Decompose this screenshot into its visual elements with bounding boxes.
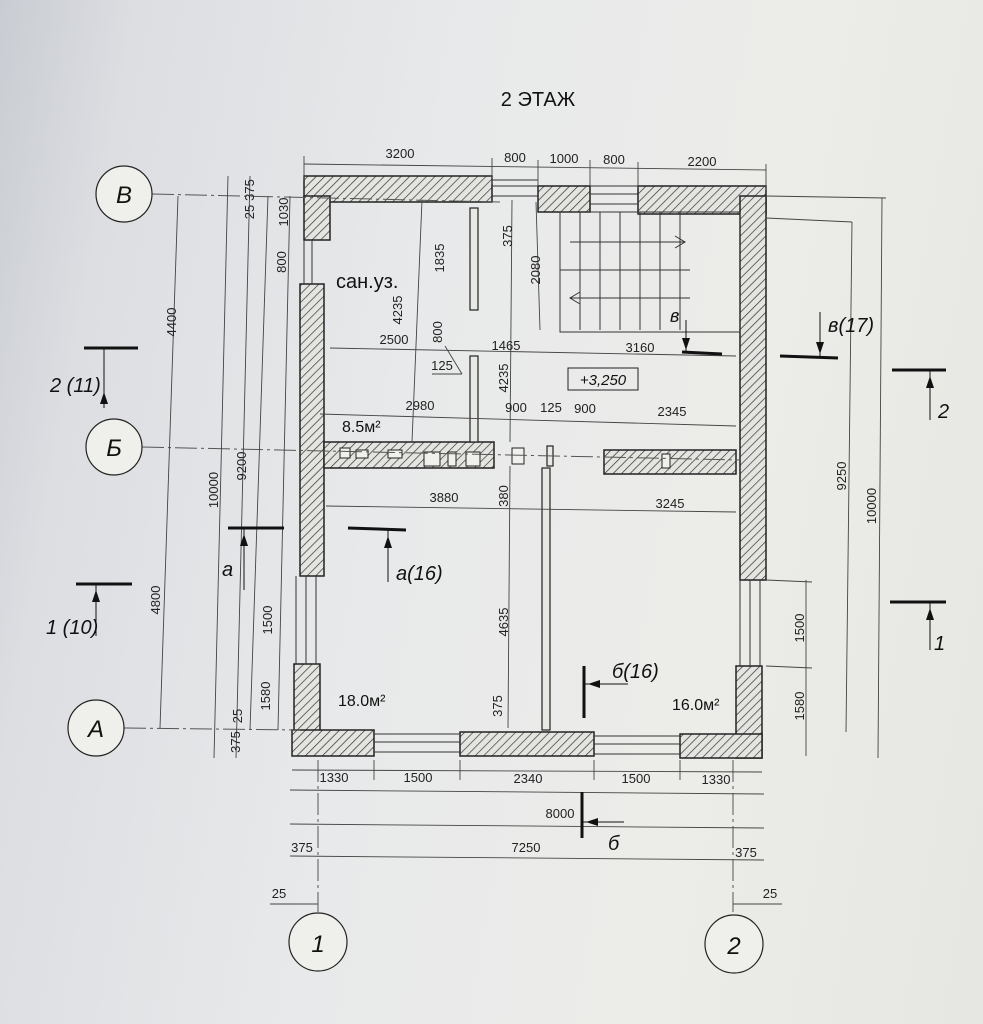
fixtures	[339, 447, 671, 469]
room-label-sanuz: сан.уз.	[336, 271, 398, 293]
dim-bottom-375-left: 375	[291, 840, 313, 855]
section-label-v: в	[670, 306, 679, 326]
section-label-b: б	[608, 833, 620, 855]
dim-left-375: 375	[242, 179, 257, 201]
dim-left-10000: 10000	[206, 472, 221, 508]
section-label-1: 1	[934, 633, 945, 655]
wall-right-top	[739, 195, 767, 581]
level-box	[567, 367, 639, 391]
dim-inner-1835: 1835	[432, 244, 447, 273]
dimension-lines	[159, 156, 887, 905]
room-area-right: 16.0м²	[672, 697, 720, 714]
dim-inner-4235b: 4235	[496, 364, 511, 393]
axis-label-1: 1	[311, 931, 324, 958]
dim-inner-2980: 2980	[406, 398, 435, 413]
wall-bottom-right	[679, 733, 763, 759]
dim-inner-2500: 2500	[380, 332, 409, 347]
wall-bottom-mid	[459, 731, 595, 757]
dim-left-4235: 4235	[390, 296, 405, 325]
axis-label-a: А	[86, 716, 104, 743]
windows	[295, 179, 761, 755]
axis-bubble-1	[288, 912, 348, 972]
stairs	[559, 211, 741, 333]
section-label-v17: в(17)	[828, 315, 874, 337]
dim-top-1: 3200	[386, 146, 415, 161]
section-markers	[76, 312, 946, 838]
dim-top-5: 2200	[688, 154, 717, 169]
axis-bubble-a	[67, 699, 125, 757]
dim-bottom-7250: 7250	[512, 840, 541, 855]
axis-bubble-2	[704, 914, 764, 974]
dim-inner-900a: 900	[505, 400, 527, 415]
axis-bubble-b	[85, 418, 143, 476]
dim-bottom-25-right: 25	[763, 886, 777, 901]
dim-left-4400: 4400	[164, 308, 179, 337]
dim-left-800: 800	[274, 251, 289, 273]
dim-top-2: 800	[504, 150, 526, 165]
dim-inner-4635: 4635	[496, 608, 511, 637]
room-area-left: 18.0м²	[338, 693, 386, 710]
axis-label-2: 2	[726, 933, 740, 960]
wall-left-top	[303, 195, 331, 241]
dim-bottom-1: 1330	[320, 770, 349, 785]
dim-left-9200: 9200	[234, 452, 249, 481]
dim-left-4800: 4800	[148, 586, 163, 615]
dim-inner-2080: 2080	[528, 256, 543, 285]
wall-top-left	[303, 175, 493, 203]
section-label-2: 2	[937, 401, 949, 423]
dim-inner-380: 380	[496, 485, 511, 507]
dim-left-1580: 1580	[258, 682, 273, 711]
dim-bottom-8000: 8000	[546, 806, 575, 821]
wall-left-low	[293, 663, 321, 733]
dim-left-25b: 25	[230, 709, 245, 723]
level-mark: +3,250	[580, 372, 627, 389]
section-label-a16: a(16)	[396, 563, 443, 585]
dim-inner-1465: 1465	[492, 338, 521, 353]
dim-inner-3245: 3245	[656, 496, 685, 511]
dim-inner-125b: 125	[540, 400, 562, 415]
axis-lines	[123, 193, 741, 912]
axis-label-b: Б	[106, 435, 122, 462]
dim-inner-3880: 3880	[430, 490, 459, 505]
section-label-1-10: 1 (10)	[46, 617, 98, 639]
dim-right-1500: 1500	[792, 614, 807, 643]
dim-inner-375b: 375	[490, 695, 505, 717]
axis-label-v: В	[116, 182, 132, 209]
axis-bubbles	[67, 165, 764, 974]
dim-bottom-3: 2340	[514, 771, 543, 786]
dim-top-3: 1000	[550, 151, 579, 166]
wall-bottom-left	[291, 729, 375, 757]
dim-bottom-4: 1500	[622, 771, 651, 786]
dim-left-25: 25	[242, 205, 257, 219]
dim-right-9250: 9250	[834, 462, 849, 491]
section-label-2-11: 2 (11)	[49, 375, 101, 397]
dim-right-1580: 1580	[792, 692, 807, 721]
dim-bottom-375-right: 375	[735, 845, 757, 860]
section-label-a: a	[222, 559, 233, 581]
dim-inner-3160: 3160	[626, 340, 655, 355]
page-title: 2 ЭТАЖ	[501, 89, 576, 111]
section-label-b16: б(16)	[612, 661, 659, 683]
dim-left-1500: 1500	[260, 606, 275, 635]
dim-right-10000: 10000	[864, 488, 879, 524]
axis-bubble-v	[95, 165, 153, 223]
dim-left-375b: 375	[228, 731, 243, 753]
wall-top-mid	[537, 185, 591, 213]
wall-left-mid	[299, 283, 325, 577]
dim-top-4: 800	[603, 152, 625, 167]
dim-inner-375: 375	[500, 225, 515, 247]
dim-left-1030: 1030	[276, 198, 291, 227]
dim-inner-125: 125	[431, 358, 453, 373]
dim-bottom-25-left: 25	[272, 886, 286, 901]
dim-inner-800: 800	[430, 321, 445, 343]
dim-bottom-2: 1500	[404, 770, 433, 785]
dim-bottom-5: 1330	[702, 772, 731, 787]
room-area-wc: 8.5м²	[342, 419, 381, 436]
dim-inner-2345: 2345	[658, 404, 687, 419]
dim-inner-900b: 900	[574, 401, 596, 416]
